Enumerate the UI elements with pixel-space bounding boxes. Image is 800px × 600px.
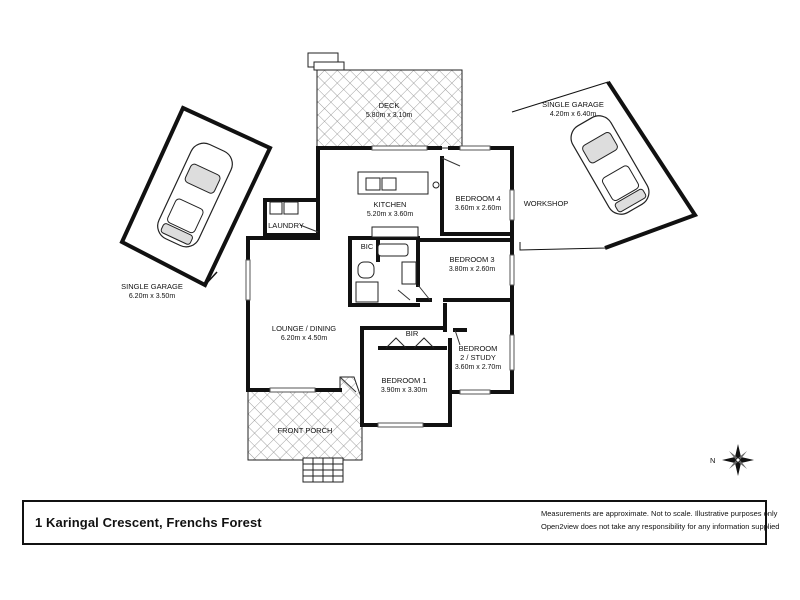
car-left-icon <box>157 142 233 248</box>
kitchen-dims: 5.20m x 3.60m <box>367 211 413 218</box>
garage-left-label: SINGLE GARAGE <box>121 282 183 291</box>
title-block: 1 Karingal Crescent, Frenchs Forest Meas… <box>22 500 780 545</box>
garage-left-dims: 6.20m x 3.50m <box>129 293 175 300</box>
front-porch-label: FRONT PORCH <box>278 426 333 435</box>
front-porch-area <box>247 376 363 483</box>
bir-label: BIR <box>406 329 419 338</box>
bic-label: BIC <box>361 242 374 251</box>
compass-rose-icon: N <box>710 444 754 476</box>
garage-right-label: SINGLE GARAGE <box>542 100 604 109</box>
bedroom2-dims: 3.60m x 2.70m <box>455 364 501 371</box>
deck-area <box>307 52 463 149</box>
windows <box>245 145 515 428</box>
room-labels: DECK 5.80m x 3.10m KITCHEN 5.20m x 3.60m… <box>121 100 604 435</box>
bedroom3-dims: 3.80m x 2.60m <box>449 266 495 273</box>
doors <box>299 157 461 393</box>
property-address: 1 Karingal Crescent, Frenchs Forest <box>35 515 262 530</box>
bedroom3-label: BEDROOM 3 <box>449 255 494 264</box>
kitchen-fixtures <box>355 171 440 303</box>
lounge-label: LOUNGE / DINING <box>272 324 336 333</box>
disclaimer-text: Measurements are approximate. Not to sca… <box>541 507 780 533</box>
bedroom4-dims: 3.60m x 2.60m <box>455 205 501 212</box>
kitchen-label: KITCHEN <box>374 200 407 209</box>
bedroom2-label-2: 2 / STUDY <box>460 353 496 362</box>
deck-dims: 5.80m x 3.10m <box>366 112 412 119</box>
laundry-fixtures <box>269 201 299 215</box>
compass-north-label: N <box>710 456 715 465</box>
disclaimer-line-2: Open2view does not take any responsibili… <box>541 522 780 531</box>
laundry-label: LAUNDRY <box>268 221 304 230</box>
bedroom4-label: BEDROOM 4 <box>455 194 500 203</box>
bir-doors <box>385 337 435 349</box>
car-right-icon <box>570 115 650 215</box>
workshop-label: WORKSHOP <box>524 199 569 208</box>
garage-left <box>119 105 273 288</box>
deck-label: DECK <box>379 101 400 110</box>
lounge-dims: 6.20m x 4.50m <box>281 335 327 342</box>
bedroom2-label: BEDROOM <box>459 344 498 353</box>
garage-right <box>511 80 699 251</box>
bedroom1-label: BEDROOM 1 <box>381 376 426 385</box>
disclaimer-line-1: Measurements are approximate. Not to sca… <box>541 509 778 518</box>
garage-right-dims: 4.20m x 6.40m <box>550 111 596 118</box>
bedroom1-dims: 3.90m x 3.30m <box>381 387 427 394</box>
